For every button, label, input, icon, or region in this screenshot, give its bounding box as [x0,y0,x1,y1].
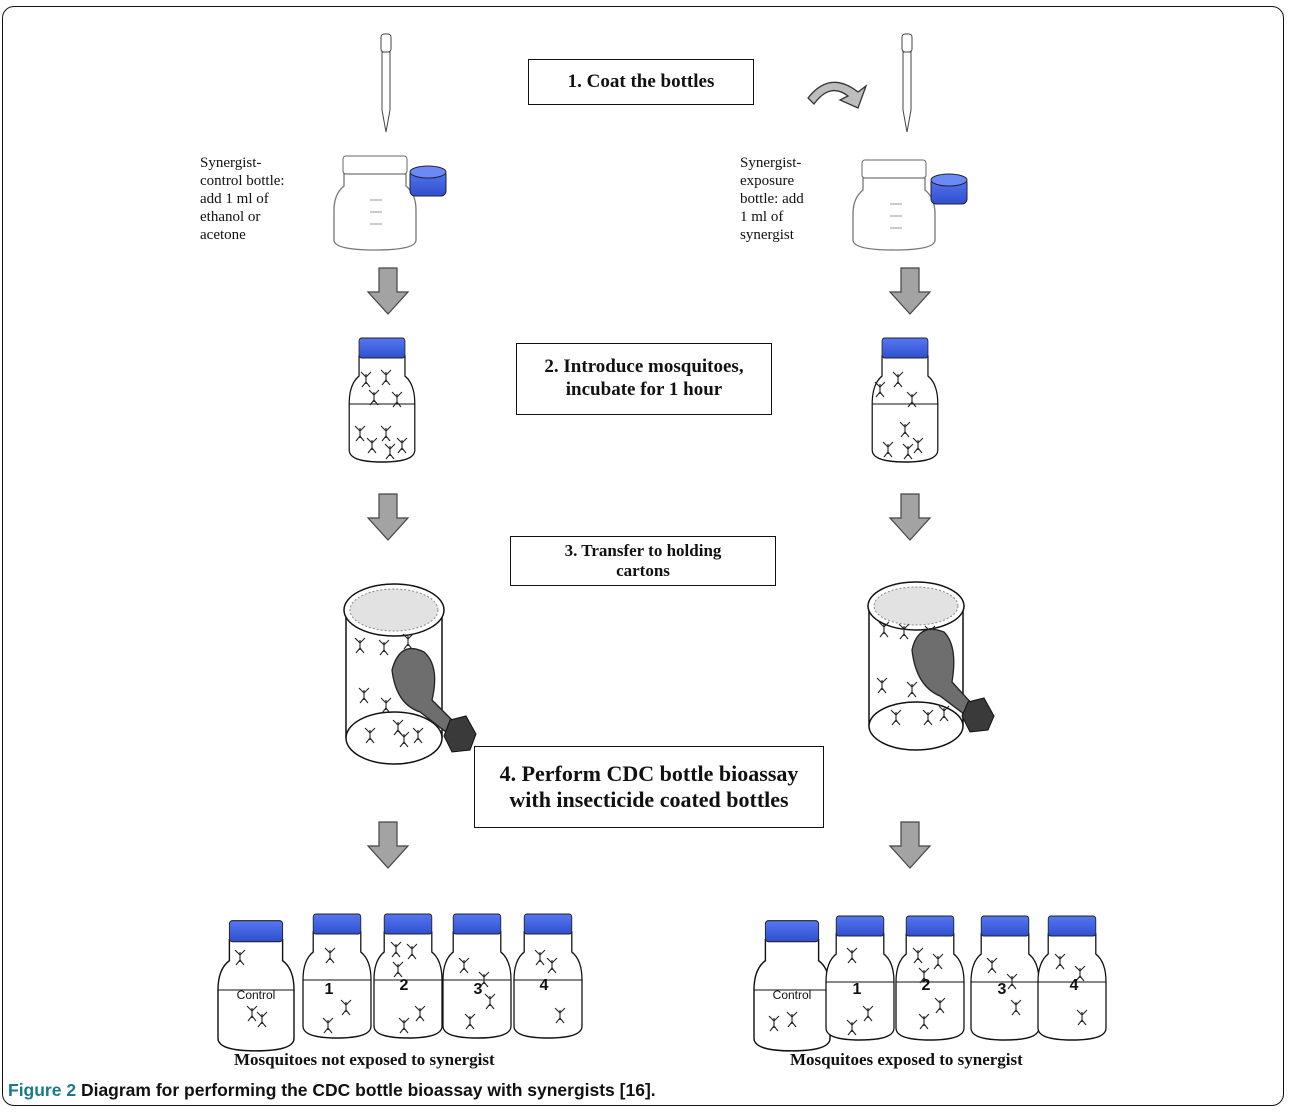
left-blue-cap [409,165,447,197]
test-bottle-label: Control [237,988,276,1002]
left-incubation-bottle [348,337,416,463]
right-blue-cap [930,173,968,205]
test-bottle-label: 3 [998,981,1007,998]
down-arrow-icon [889,267,931,315]
step-4-box: 4. Perform CDC bottle bioassay with inse… [474,746,824,828]
figure-caption: Figure 2 Diagram for performing the CDC … [8,1080,656,1101]
right-bottle-label: Synergist- exposure bottle: add 1 ml of … [740,155,804,243]
step-3-text: 3. Transfer to holding cartons [564,540,722,580]
test-bottle-label: Control [773,988,812,1002]
down-arrow-icon [367,493,409,541]
left-empty-bottle [333,155,417,251]
right-group-caption: Mosquitoes exposed to synergist [790,1050,1023,1069]
left-group-caption: Mosquitoes not exposed to synergist [234,1050,495,1069]
step-1-text: 1. Coat the bottles [567,70,715,92]
step-3-box: 3. Transfer to holding cartons [510,536,776,586]
step-2-text: 2. Introduce mosquitoes, incubate for 1 … [544,356,744,400]
down-arrow-icon [367,267,409,315]
right-holding-carton [867,581,965,751]
right-aspirator [911,628,995,733]
test-bottle-label: 1 [853,981,862,998]
down-arrow-icon [889,821,931,869]
down-arrow-icon [889,493,931,541]
step-2-box: 2. Introduce mosquitoes, incubate for 1 … [516,343,772,415]
figure-frame [2,6,1284,1106]
curved-arrow-icon [807,81,868,109]
test-bottle-label: 2 [400,977,409,994]
left-bottle-label: Synergist- control bottle: add 1 ml of e… [200,155,285,243]
left-holding-carton [343,583,445,765]
test-bottle-label: 4 [1070,977,1079,994]
figure-number: Figure 2 [8,1080,77,1100]
test-bottle-label: 2 [922,977,931,994]
test-bottle-label: 3 [474,981,483,998]
down-arrow-icon [367,821,409,869]
step-1-box: 1. Coat the bottles [528,59,754,105]
figure-caption-text: Diagram for performing the CDC bottle bi… [76,1080,656,1100]
test-bottle-label: 1 [325,981,334,998]
right-empty-bottle [852,159,936,251]
right-pipette [901,33,913,133]
test-bottle-label: 4 [540,977,549,994]
right-incubation-bottle [871,337,939,463]
step-4-text: 4. Perform CDC bottle bioassay with inse… [499,760,799,812]
left-pipette [380,33,392,133]
left-aspirator [391,647,477,753]
